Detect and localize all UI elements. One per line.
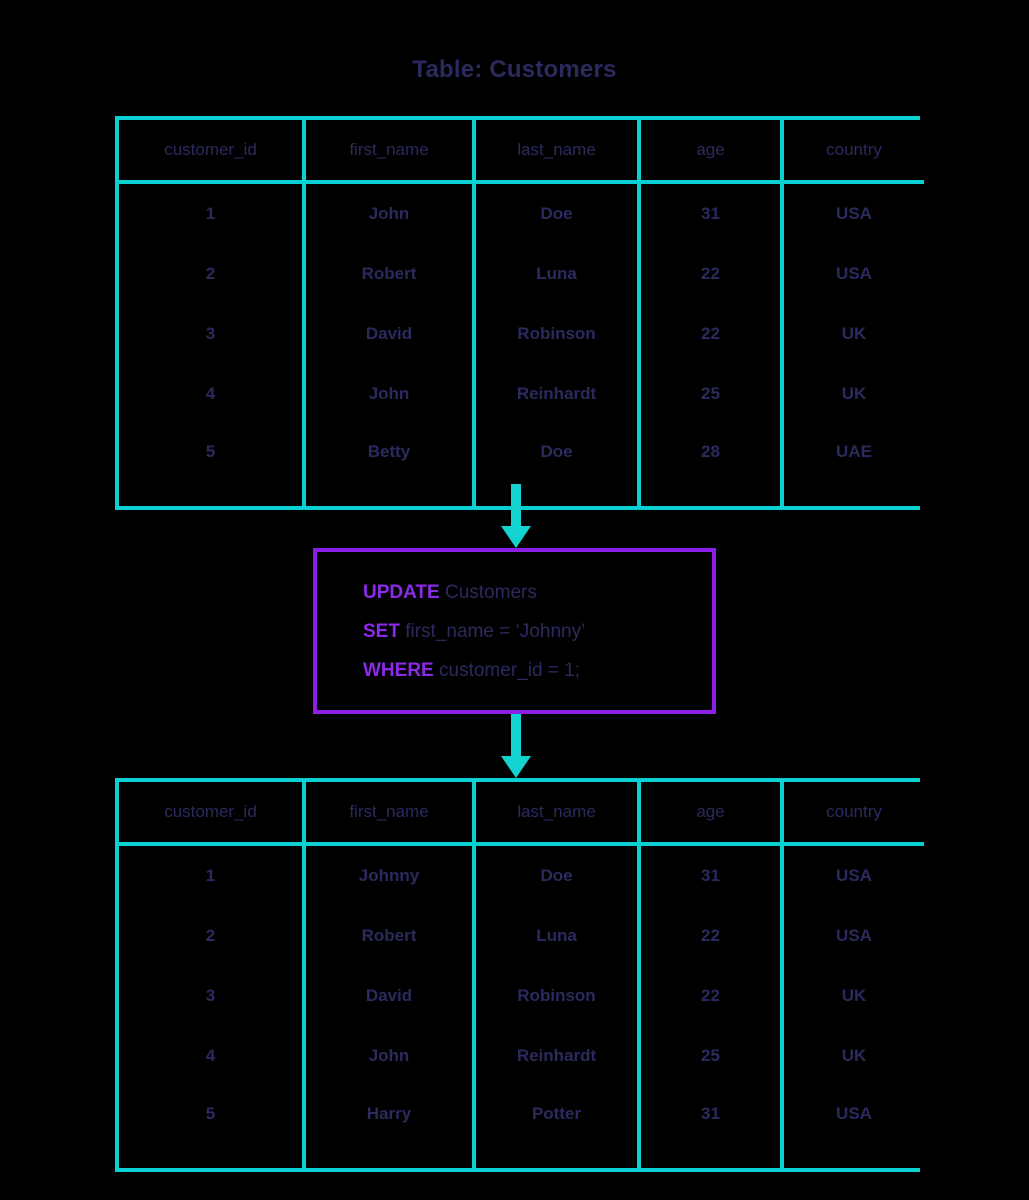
sql-operand-condition: customer_id = 1; bbox=[439, 659, 581, 681]
cell-country: USA bbox=[782, 844, 924, 906]
cell-last-name: Reinhardt bbox=[474, 364, 641, 424]
table-row: 2 Robert Luna 22 USA bbox=[119, 244, 924, 304]
cell-last-name: Luna bbox=[474, 906, 641, 966]
cell-last-name: Luna bbox=[474, 244, 641, 304]
cell-customer-id: 1 bbox=[119, 182, 306, 244]
column-header-customer-id: customer_id bbox=[119, 120, 306, 184]
table-after-grid: customer_id first_name last_name age cou… bbox=[119, 782, 924, 1168]
table-row: 3 David Robinson 22 UK bbox=[119, 966, 924, 1026]
table-header-row: customer_id first_name last_name age cou… bbox=[119, 782, 924, 846]
cell-last-name: Robinson bbox=[474, 304, 641, 364]
table-row: 5 Harry Potter 31 USA bbox=[119, 1086, 924, 1168]
cell-country: UK bbox=[782, 966, 924, 1026]
table-row: 1 Johnny Doe 31 USA bbox=[119, 844, 924, 906]
cell-customer-id: 5 bbox=[119, 1086, 306, 1168]
table-row: 4 John Reinhardt 25 UK bbox=[119, 1026, 924, 1086]
cell-first-name: Betty bbox=[304, 424, 476, 506]
cell-customer-id: 3 bbox=[119, 966, 306, 1026]
table-header-row: customer_id first_name last_name age cou… bbox=[119, 120, 924, 184]
cell-first-name: Johnny bbox=[304, 844, 476, 906]
sql-operand-table: Customers bbox=[445, 581, 537, 603]
cell-age: 31 bbox=[639, 182, 784, 244]
cell-customer-id: 2 bbox=[119, 906, 306, 966]
customers-table-before: customer_id first_name last_name age cou… bbox=[115, 116, 924, 510]
column-header-last-name: last_name bbox=[474, 782, 641, 846]
cell-last-name: Potter bbox=[474, 1086, 641, 1168]
cell-first-name: Robert bbox=[304, 244, 476, 304]
cell-age: 22 bbox=[639, 906, 784, 966]
column-header-last-name: last_name bbox=[474, 120, 641, 184]
cell-country: USA bbox=[782, 244, 924, 304]
cell-age: 31 bbox=[639, 844, 784, 906]
cell-last-name: Doe bbox=[474, 182, 641, 244]
query-line-update: UPDATE Customers bbox=[363, 573, 712, 612]
query-line-set: SET first_name = ‘Johnny’ bbox=[363, 612, 712, 651]
column-header-first-name: first_name bbox=[304, 782, 476, 846]
cell-last-name: Doe bbox=[474, 424, 641, 506]
arrow-down-to-query-icon bbox=[501, 484, 531, 548]
cell-customer-id: 4 bbox=[119, 364, 306, 424]
table-row: 3 David Robinson 22 UK bbox=[119, 304, 924, 364]
cell-country: USA bbox=[782, 1086, 924, 1168]
cell-customer-id: 4 bbox=[119, 1026, 306, 1086]
cell-first-name: Robert bbox=[304, 906, 476, 966]
cell-first-name: John bbox=[304, 182, 476, 244]
table-before-grid: customer_id first_name last_name age cou… bbox=[119, 120, 924, 506]
column-header-age: age bbox=[639, 782, 784, 846]
query-line-where: WHERE customer_id = 1; bbox=[363, 651, 712, 690]
cell-first-name: David bbox=[304, 966, 476, 1026]
sql-keyword-set: SET bbox=[363, 620, 400, 642]
cell-age: 25 bbox=[639, 364, 784, 424]
sql-keyword-update: UPDATE bbox=[363, 581, 440, 603]
table-row: 4 John Reinhardt 25 UK bbox=[119, 364, 924, 424]
table-row: 1 John Doe 31 USA bbox=[119, 182, 924, 244]
cell-customer-id: 5 bbox=[119, 424, 306, 506]
arrow-shaft bbox=[511, 484, 521, 528]
cell-age: 25 bbox=[639, 1026, 784, 1086]
arrow-shaft bbox=[511, 714, 521, 758]
sql-keyword-where: WHERE bbox=[363, 659, 434, 681]
cell-customer-id: 1 bbox=[119, 844, 306, 906]
cell-age: 22 bbox=[639, 304, 784, 364]
cell-country: UK bbox=[782, 1026, 924, 1086]
cell-age: 22 bbox=[639, 244, 784, 304]
column-header-country: country bbox=[782, 120, 924, 184]
cell-first-name: John bbox=[304, 1026, 476, 1086]
cell-first-name: David bbox=[304, 304, 476, 364]
column-header-first-name: first_name bbox=[304, 120, 476, 184]
cell-country: UK bbox=[782, 364, 924, 424]
cell-first-name: John bbox=[304, 364, 476, 424]
cell-country: USA bbox=[782, 182, 924, 244]
cell-country: USA bbox=[782, 906, 924, 966]
table-row: 2 Robert Luna 22 USA bbox=[119, 906, 924, 966]
cell-last-name: Doe bbox=[474, 844, 641, 906]
cell-country: UK bbox=[782, 304, 924, 364]
cell-customer-id: 2 bbox=[119, 244, 306, 304]
cell-customer-id: 3 bbox=[119, 304, 306, 364]
arrow-head bbox=[501, 756, 531, 778]
cell-last-name: Robinson bbox=[474, 966, 641, 1026]
column-header-country: country bbox=[782, 782, 924, 846]
sql-operand-assignment: first_name = ‘Johnny’ bbox=[405, 620, 586, 642]
cell-last-name: Reinhardt bbox=[474, 1026, 641, 1086]
cell-age: 22 bbox=[639, 966, 784, 1026]
arrow-head bbox=[501, 526, 531, 548]
table-row: 5 Betty Doe 28 UAE bbox=[119, 424, 924, 506]
customers-table-after: customer_id first_name last_name age cou… bbox=[115, 778, 924, 1172]
column-header-customer-id: customer_id bbox=[119, 782, 306, 846]
cell-first-name: Harry bbox=[304, 1086, 476, 1168]
cell-country: UAE bbox=[782, 424, 924, 506]
column-header-age: age bbox=[639, 120, 784, 184]
sql-query-box: UPDATE Customers SET first_name = ‘Johnn… bbox=[313, 548, 716, 714]
arrow-down-to-result-icon bbox=[501, 714, 531, 778]
cell-age: 31 bbox=[639, 1086, 784, 1168]
page-title: Table: Customers bbox=[412, 56, 617, 83]
cell-age: 28 bbox=[639, 424, 784, 506]
